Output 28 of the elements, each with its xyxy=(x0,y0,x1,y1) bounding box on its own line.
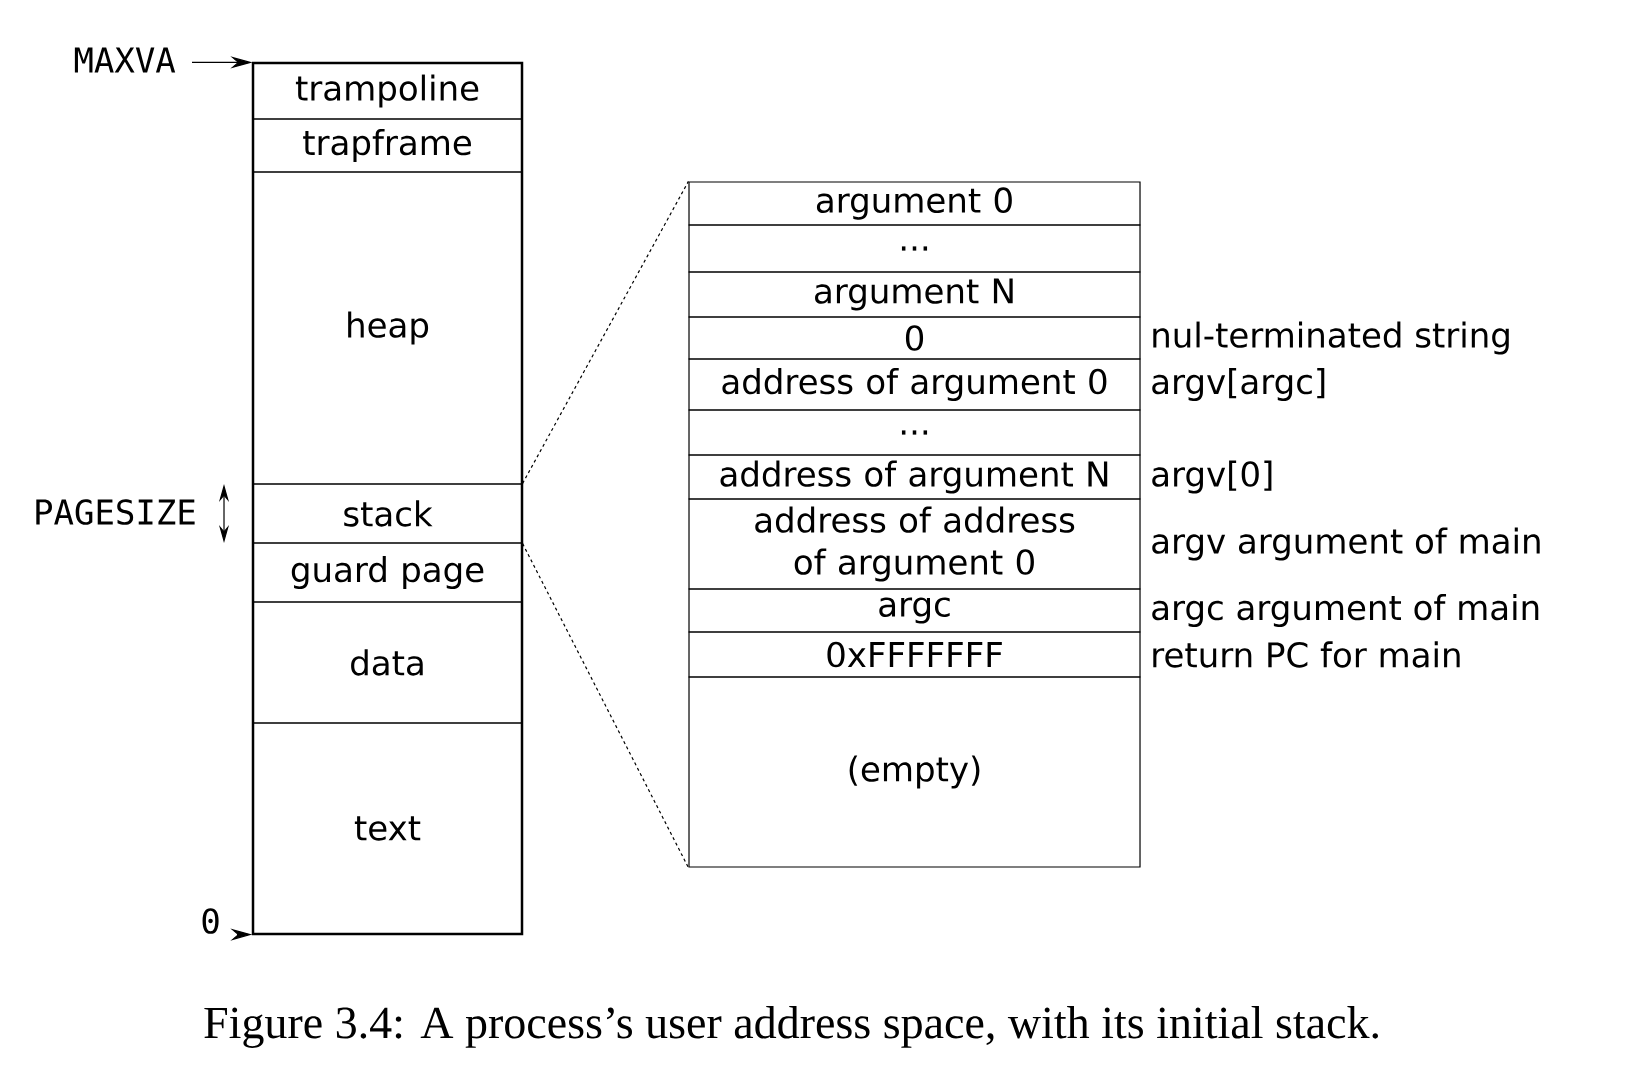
memory-cell: (empty) xyxy=(688,676,1141,868)
memory-cell: argument 0 xyxy=(688,181,1141,226)
memory-cell: ... xyxy=(688,224,1141,273)
side-label: return PC for main xyxy=(1153,641,1460,668)
memory-cell: heap xyxy=(252,171,523,485)
node-label: trampoline xyxy=(295,74,479,108)
memory-cell: ... xyxy=(688,409,1141,456)
memory-cell: 0xFFFFFFF xyxy=(688,631,1141,678)
memory-cell: address of argument N xyxy=(688,454,1141,500)
memory-cell: stack xyxy=(252,483,523,544)
side-label: argc argument of main xyxy=(1152,594,1539,627)
address-label: MAXVA xyxy=(74,47,176,73)
address-label: 0 xyxy=(202,908,219,934)
memory-cell: text xyxy=(252,722,523,935)
memory-cell: address of argument 0 xyxy=(688,358,1141,411)
side-label: nul-terminated string xyxy=(1153,321,1509,355)
memory-cell: trapframe xyxy=(252,118,523,173)
zoom-line xyxy=(522,180,689,484)
memory-cell: argument N xyxy=(688,271,1141,318)
memory-cell: 0 xyxy=(688,316,1141,360)
caption: Figure 3.4: A process’s user address space, with its initial stack. xyxy=(204,1006,1378,1048)
side-label: argv[0] xyxy=(1152,460,1272,494)
side-label: argv[argc] xyxy=(1152,368,1325,401)
dimension-label: PAGESIZE xyxy=(36,499,195,525)
memory-cell: argc xyxy=(688,588,1141,633)
memory-cell: data xyxy=(252,601,523,724)
side-label: argv argument of main xyxy=(1152,527,1540,561)
memory-cell: guard page xyxy=(252,542,523,603)
